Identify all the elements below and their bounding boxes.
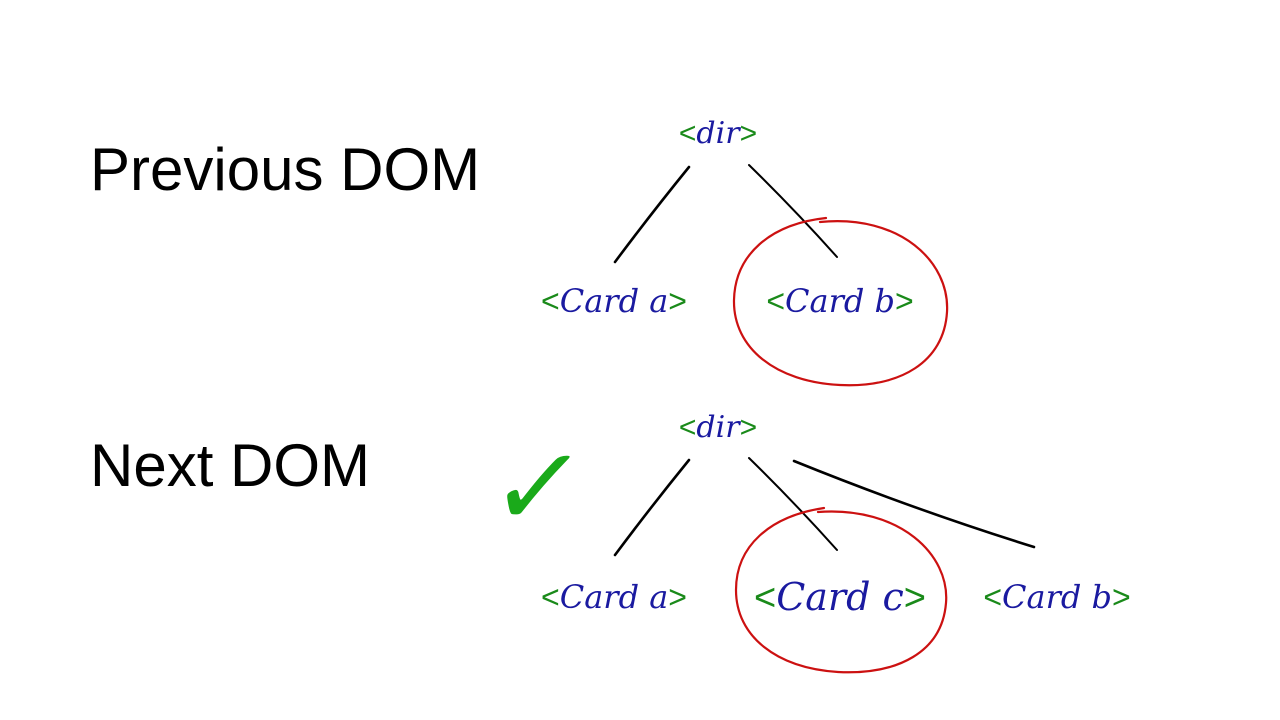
next-edge-card-c — [748, 457, 838, 551]
next-node-card-c: <Card c> — [754, 575, 926, 619]
previous-dom-heading: Previous DOM — [90, 136, 481, 203]
previous-edges — [613, 164, 838, 264]
next-dom-heading: Next DOM — [90, 432, 371, 499]
bracket-close: > — [668, 579, 687, 615]
next-edge-card-a — [613, 458, 691, 557]
bracket-close: > — [740, 117, 758, 150]
next-root-node: <dir> — [679, 410, 757, 445]
next-highlight-circle — [734, 506, 948, 674]
next-node-card-a: <Card a> — [541, 578, 687, 616]
bracket-close: > — [740, 411, 758, 444]
next-edge-card-b — [792, 459, 1036, 549]
bracket-open: < — [679, 411, 697, 444]
bracket-close: > — [668, 283, 687, 319]
previous-node-card-b: <Card b> — [766, 282, 913, 320]
tag-name: Card c — [776, 575, 904, 619]
previous-edge-card-a — [613, 165, 691, 264]
tag-name: dir — [696, 410, 741, 445]
tag-name: Card b — [785, 282, 895, 320]
bracket-open: < — [541, 283, 560, 319]
previous-root-node: <dir> — [679, 116, 757, 151]
bracket-open: < — [541, 579, 560, 615]
bracket-close: > — [895, 283, 914, 319]
next-tree: <dir> <Card a> <Card c> <Card b> — [541, 410, 1131, 674]
bracket-open: < — [766, 283, 785, 319]
next-edges — [613, 457, 1036, 557]
bracket-open: < — [754, 577, 776, 619]
tag-name: Card a — [560, 578, 669, 616]
tag-name: dir — [696, 116, 741, 151]
bracket-open: < — [679, 117, 697, 150]
bracket-close: > — [1112, 579, 1131, 615]
bracket-open: < — [983, 579, 1002, 615]
previous-tree: <dir> <Card a> <Card b> — [541, 116, 949, 387]
previous-edge-card-b — [748, 164, 838, 258]
previous-node-card-a: <Card a> — [541, 282, 687, 320]
next-node-card-b: <Card b> — [983, 578, 1130, 616]
bracket-close: > — [904, 577, 926, 619]
previous-highlight-circle — [732, 216, 949, 387]
tag-name: Card a — [560, 282, 669, 320]
tag-name: Card b — [1002, 578, 1112, 616]
